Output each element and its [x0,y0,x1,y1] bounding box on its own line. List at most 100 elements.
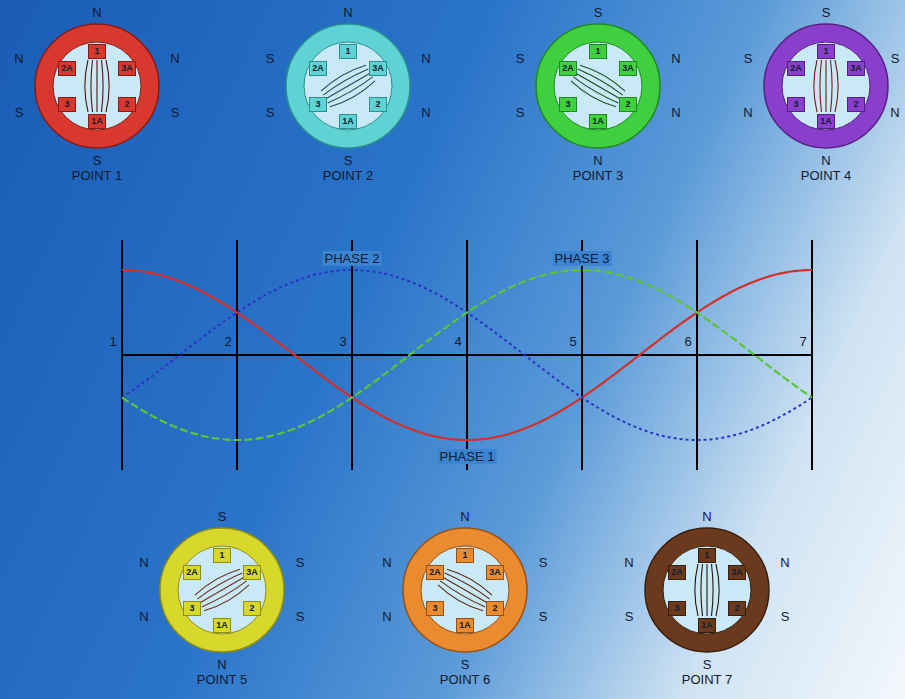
pole-label: 3A [372,64,384,73]
polarity-label: N [780,555,789,570]
polarity-label: N [671,105,680,120]
chart-label-box: 1 [107,332,118,350]
pole-label: 2A [562,64,574,73]
stator-pole: 3A [847,61,865,76]
polarity-label: S [15,105,24,120]
stator-yoke [35,24,159,148]
pole-polarity-box: S [703,655,712,673]
polarity-label: S [461,657,470,672]
rotor-gap [782,42,870,130]
polarity-label: S [539,609,548,624]
pole-label: 3 [432,604,437,613]
stator-pole: 1A [589,114,607,129]
stator-pole: 2 [728,601,746,616]
polarity-label: N [343,5,352,20]
pole-polarity-box: S [171,103,180,121]
pole-polarity-box: S [218,507,227,525]
rotor-gap [53,42,141,130]
point-caption-box: POINT 3 [495,166,701,184]
chart-label: 6 [682,334,693,349]
stator-pole: 3A [619,61,637,76]
stator-pole: 3 [426,601,444,616]
pole-label: 1 [94,47,99,56]
stator-pole: 2 [243,601,261,616]
stator-pole: 2A [183,565,201,580]
pole-label: 3 [315,100,320,109]
pole-label: 3A [489,568,501,577]
point-caption: POINT 3 [573,168,623,183]
polarity-label: S [822,5,831,20]
point-caption: POINT 7 [682,672,732,687]
pole-label: 2A [429,568,441,577]
pole-polarity-box: N [139,553,148,571]
pole-label: 1 [704,551,709,560]
pole-label: 3 [189,604,194,613]
stator-pole: 2 [118,97,136,112]
chart-label: 5 [567,334,578,349]
pole-label: 3A [121,64,133,73]
chart-label: PHASE 1 [438,449,497,464]
field-line [575,73,620,99]
stator-drawing [763,23,889,149]
polarity-label: N [92,5,101,20]
stator-pole: 2A [559,61,577,76]
pole-polarity-box: S [822,3,831,21]
chart-label: 3 [337,334,348,349]
polarity-label: S [625,609,634,624]
pole-polarity-box: N [170,49,179,67]
chart-label-box: PHASE 1 [438,447,497,465]
polarity-label: N [743,105,752,120]
point-caption-box: POINT 4 [723,166,905,184]
field-line [106,60,109,112]
stator-pole: 2A [309,61,327,76]
polarity-label: N [702,509,711,524]
stator-drawing [159,527,285,653]
field-line [701,564,703,616]
stator-pole: 1 [88,44,106,59]
pole-label: 2 [492,604,497,613]
pole-label: 3 [64,100,69,109]
polarity-label: N [671,51,680,66]
rotor-gap [421,546,509,634]
pole-polarity-box: N [671,103,680,121]
field-lines [193,566,250,613]
stator-pole: 1A [88,114,106,129]
polarity-label: S [266,105,275,120]
pole-label: 3 [793,100,798,109]
field-lines [695,564,719,616]
pole-label: 3A [731,568,743,577]
point-caption-box: POINT 2 [245,166,451,184]
chart-label-box: 6 [682,332,693,350]
pole-polarity-box: S [781,607,790,625]
stator-ring: POINT 312A3A321A [535,23,661,149]
polarity-label: S [516,51,525,66]
pole-polarity-box: S [266,49,275,67]
chart-label-box: PHASE 2 [323,249,382,267]
stator-pole: 3A [486,565,504,580]
stator-pole: 3 [183,601,201,616]
point-caption: POINT 5 [197,672,247,687]
stator-pole: 1A [456,618,474,633]
stator-pole: 1A [213,618,231,633]
field-line [325,73,370,99]
stator-yoke [286,24,410,148]
stator-pole: 2 [369,97,387,112]
chart-label: PHASE 2 [323,251,382,266]
stator-drawing [34,23,160,149]
polarity-label: S [266,51,275,66]
pole-label: 1A [592,117,604,126]
stator-yoke [403,528,527,652]
field-line [820,60,822,112]
stator-pole: 2A [426,565,444,580]
pole-label: 2 [124,100,129,109]
pole-polarity-box: S [539,607,548,625]
point-caption-box: POINT 7 [604,670,810,688]
polarity-label: S [218,509,227,524]
polarity-label: S [703,657,712,672]
polarity-label: N [890,105,899,120]
polarity-label: N [421,51,430,66]
field-line [445,572,491,599]
pole-label: 1A [459,621,471,630]
chart-label: 1 [107,334,118,349]
